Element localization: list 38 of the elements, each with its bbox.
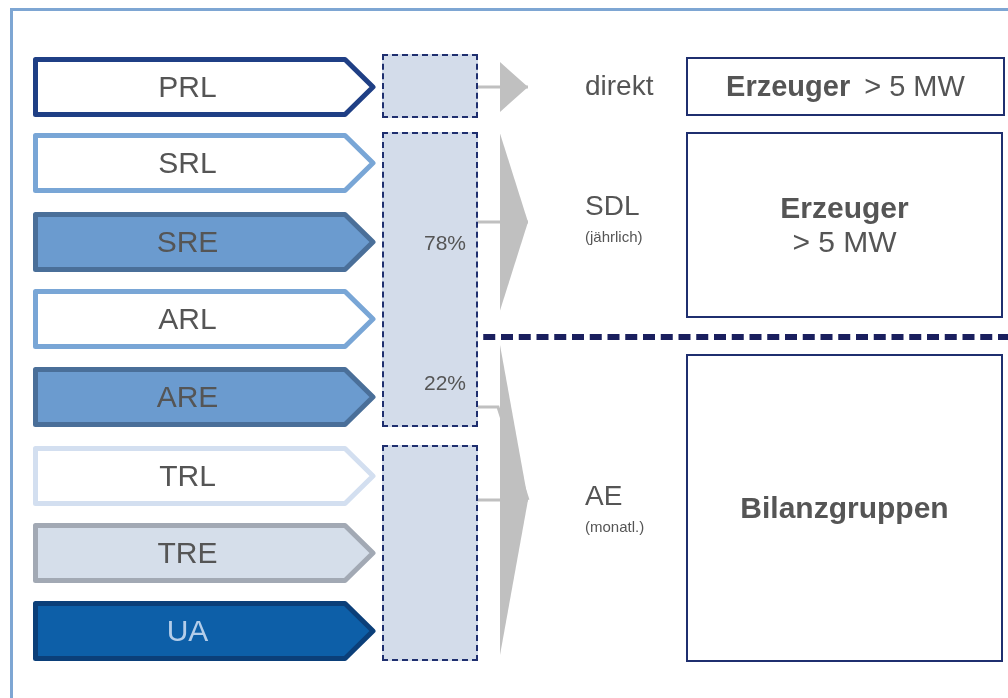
pentagon-label-box: [33, 601, 376, 661]
chevron-label: PRL: [157, 70, 218, 104]
category-label: SDL: [585, 190, 641, 222]
outlined-box: [686, 57, 1005, 116]
chevron-label: TRE: [156, 536, 219, 570]
outlined-box: [686, 354, 1003, 662]
category-label: direkt: [585, 70, 655, 102]
pentagon-label-box: [33, 289, 376, 349]
pentagon-label-box: [33, 367, 376, 427]
period-label: (jährlich): [585, 228, 644, 245]
dashed-box: [382, 54, 478, 118]
heading-label: Bilanzgruppen: [740, 491, 949, 525]
period-label: (monatl.): [585, 518, 646, 535]
arrow: [478, 345, 530, 501]
chevron-label: ARE: [155, 380, 220, 414]
chevron-label: SRL: [157, 146, 218, 180]
capacity-label: > 5 MW: [792, 225, 897, 259]
chevron-label: TRL: [158, 459, 217, 493]
chevron-label: UA: [165, 614, 210, 648]
pentagon-label-box: [33, 523, 376, 583]
pentagon-label-box: [33, 57, 376, 117]
percentage-label: 78%: [422, 231, 467, 255]
arrow: [478, 133, 528, 311]
pentagon-label-box: [33, 446, 376, 506]
outlined-box: [686, 132, 1003, 318]
heading-label: Erzeuger: [726, 70, 851, 103]
capacity-label: > 5 MW: [864, 70, 965, 103]
arrow: [478, 498, 528, 655]
dashed-box: [382, 445, 478, 661]
heading-label: Erzeuger: [780, 191, 909, 225]
arrow: [478, 62, 528, 112]
dashed-box: [382, 132, 478, 427]
chevron-label: SRE: [155, 225, 220, 259]
pentagon-label-box: [33, 133, 376, 193]
category-label: AE: [585, 480, 624, 512]
chevron-label: ARL: [157, 302, 218, 336]
percentage-label: 22%: [422, 371, 467, 395]
pentagon-label-box: [33, 212, 376, 272]
